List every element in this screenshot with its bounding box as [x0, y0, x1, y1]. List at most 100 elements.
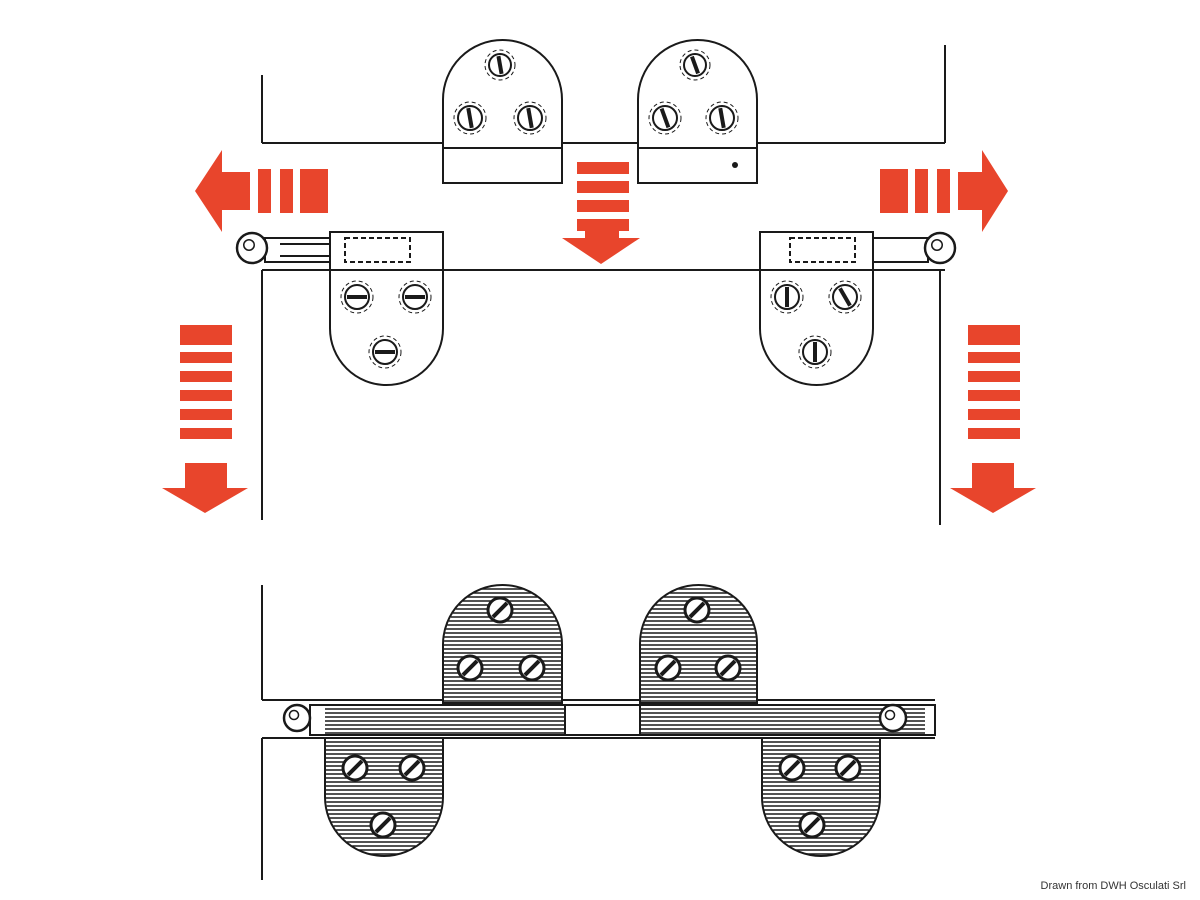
screw-slot — [466, 107, 474, 129]
screw-countersink — [453, 101, 487, 135]
arrow-bar — [577, 200, 629, 212]
screw-slot — [838, 287, 852, 307]
right-down-arrow-head — [950, 488, 1036, 513]
hatched-hinge-screw — [798, 811, 826, 839]
arrow-bar — [577, 162, 629, 174]
right-down-arrow-bars — [968, 352, 1020, 439]
screw-slot — [839, 759, 857, 777]
knob-highlight — [243, 239, 255, 251]
right-down-arrow-stem — [972, 463, 1014, 490]
hatched-hinge-screw — [518, 654, 546, 682]
bottom-pin-knob-right — [878, 703, 908, 733]
pin-knob-left — [235, 231, 269, 265]
screw-slot — [690, 55, 700, 75]
screw — [798, 335, 832, 369]
screw-slot — [496, 55, 504, 75]
hatched-hinge-screw — [398, 754, 426, 782]
knob-highlight — [288, 709, 300, 721]
left-arrow-head — [195, 150, 250, 232]
arrow-bar — [180, 371, 232, 382]
arrow-bar — [258, 169, 271, 213]
screw-slot — [491, 601, 509, 619]
arrow-bar — [180, 352, 232, 363]
arrow-bar — [915, 169, 928, 213]
screw-slot — [526, 107, 534, 129]
screw-slot — [523, 659, 541, 677]
knob-highlight — [931, 239, 943, 251]
hidden-pin-right — [789, 237, 856, 263]
screw-slot — [346, 759, 364, 777]
screw — [368, 335, 402, 369]
pin-knob-right — [923, 231, 957, 265]
screw-slot — [783, 759, 801, 777]
left-down-arrow-bars — [180, 352, 232, 439]
arrow-bar — [577, 181, 629, 193]
screw — [828, 280, 862, 314]
screw-slot — [803, 816, 821, 834]
barrel-gap — [564, 704, 641, 736]
screw — [705, 101, 739, 135]
screw-slot — [688, 601, 706, 619]
screw-slot — [403, 759, 421, 777]
arrow-bar — [937, 169, 950, 213]
hatched-hinge-screw — [654, 654, 682, 682]
arrow-bar — [180, 428, 232, 439]
hatched-hinge-screw — [683, 596, 711, 624]
hatched-hinge-screw — [369, 811, 397, 839]
arrow-bar — [968, 409, 1020, 420]
screw-countersink — [828, 280, 862, 314]
right-arrow-bars — [915, 169, 950, 213]
right-arrow-head — [958, 150, 1008, 232]
screw-countersink — [705, 101, 739, 135]
pin-shaft-left — [264, 237, 331, 263]
screw — [513, 101, 547, 135]
arrow-bar — [280, 169, 293, 213]
left-arrow-bar — [300, 169, 328, 213]
screw-slot — [718, 107, 726, 129]
right-down-arrow-top — [968, 325, 1020, 345]
screw — [340, 280, 374, 314]
screw-countersink — [798, 335, 832, 369]
screw — [484, 49, 516, 81]
screw-countersink — [340, 280, 374, 314]
arrow-bar — [968, 325, 1020, 345]
hatched-hinge-screw — [486, 596, 514, 624]
screw — [648, 101, 682, 135]
right-arrow-bar — [880, 169, 908, 213]
arrow-bar — [968, 390, 1020, 401]
arrow-bar — [968, 428, 1020, 439]
screw-countersink — [368, 335, 402, 369]
hatched-hinge-screw — [778, 754, 806, 782]
screw-countersink — [398, 280, 432, 314]
hatched-hinge-screw — [714, 654, 742, 682]
arrow-bar — [180, 409, 232, 420]
screw — [453, 101, 487, 135]
screw-countersink — [648, 101, 682, 135]
screw — [679, 49, 711, 81]
top-hinge-barrel-left — [442, 147, 563, 184]
screw-slot — [719, 659, 737, 677]
bottom-hinge-plate-lower-right — [761, 737, 881, 857]
center-down-arrow-stem — [585, 226, 619, 240]
hatched-hinge-screw — [341, 754, 369, 782]
center-down-arrow-head — [562, 238, 640, 264]
hidden-pin-left — [344, 237, 411, 263]
arrow-bar — [968, 352, 1020, 363]
bottom-pin-knob-left — [282, 703, 312, 733]
pin-shaft-right — [872, 237, 929, 263]
left-down-arrow-stem — [185, 463, 227, 490]
hinge-pin-knob — [923, 231, 957, 265]
hinge-pin-knob — [235, 231, 269, 265]
left-down-arrow-top — [180, 325, 232, 345]
screw-slot — [659, 659, 677, 677]
screw-countersink — [484, 49, 516, 81]
screw-countersink — [770, 280, 804, 314]
bottom-hinge-barrel-strip — [309, 704, 936, 736]
arrow-bar — [180, 325, 232, 345]
screw-slot — [374, 816, 392, 834]
marker-dot — [732, 162, 738, 168]
screw — [770, 280, 804, 314]
credit-caption: Drawn from DWH Osculati Srl — [1040, 880, 1186, 892]
